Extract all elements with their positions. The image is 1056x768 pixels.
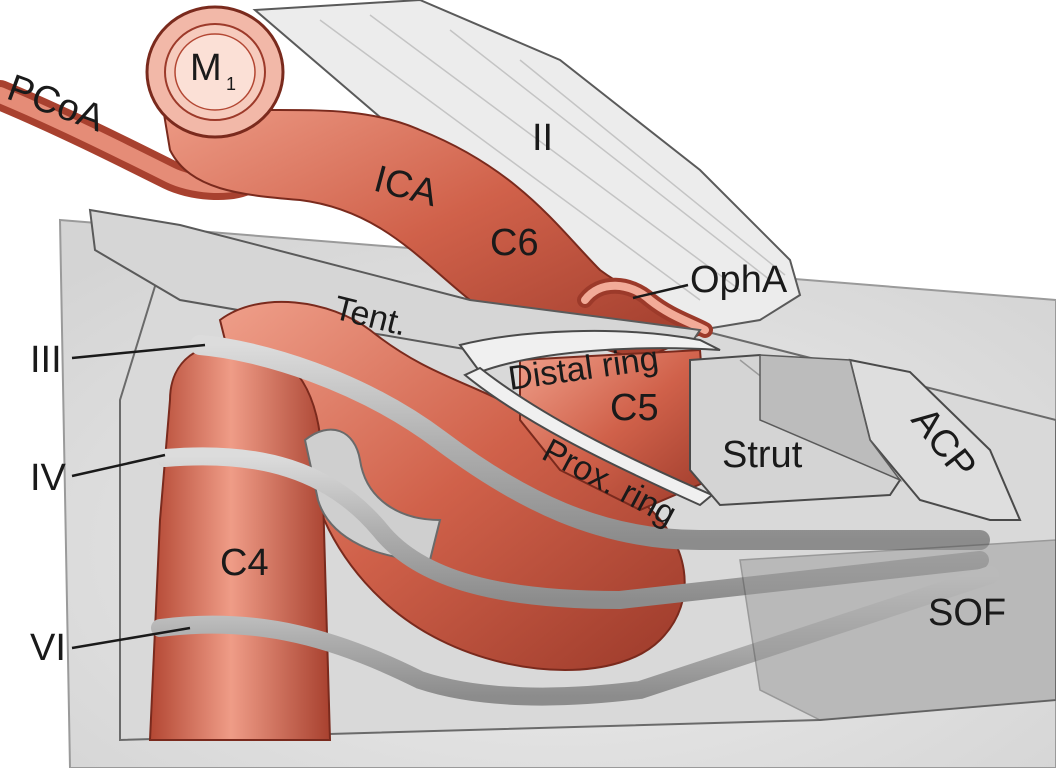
label-sof: SOF (928, 592, 1006, 634)
ica-c5-segment (519, 348, 712, 512)
distal-dural-ring (458, 329, 721, 374)
label-vi: VI (30, 627, 66, 669)
leader-vi (71, 626, 191, 650)
label-strut: Strut (722, 434, 803, 476)
label-opha: OphA (690, 259, 788, 301)
label-iii: III (30, 339, 62, 381)
label-optic-nerve: II (532, 117, 553, 159)
superior-orbital-fissure (739, 539, 1056, 721)
label-c5: C5 (610, 387, 659, 429)
leader-iv (71, 453, 166, 478)
oculomotor-nerve (190, 335, 990, 550)
leader-iii (71, 343, 206, 360)
label-c4: C4 (220, 542, 269, 584)
leader-opha (632, 283, 689, 300)
sphenoid-bone (759, 354, 903, 482)
label-iv: IV (30, 457, 67, 499)
label-c6: C6 (490, 222, 539, 264)
label-m1: M (190, 47, 222, 89)
carotid-loop-gap (303, 428, 442, 562)
label-m1-subscript: 1 (226, 74, 236, 94)
optic-nerve-fibers (319, 14, 786, 301)
abducens-nerve (151, 566, 999, 706)
trochlear-nerve (156, 447, 989, 610)
